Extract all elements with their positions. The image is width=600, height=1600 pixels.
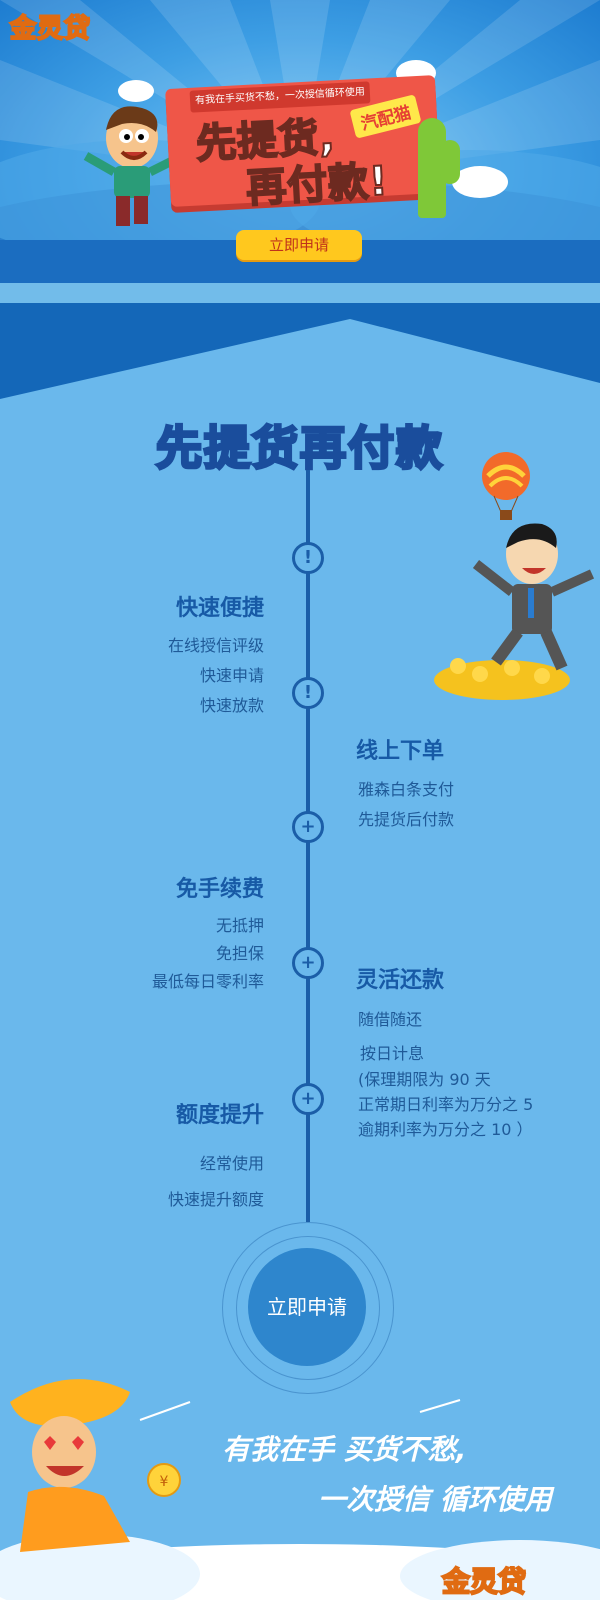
slogan-line-1: 有我在手 买货不愁, <box>222 1433 467 1466</box>
plus-icon: + <box>292 1083 324 1115</box>
cartoon-girl-illustration: ¥ <box>10 1379 181 1552</box>
header-banner: 金灵贷 有我在手买货不愁，一次授信循环使用 先提货, 再付款! 汽配猫 立即申请 <box>0 0 600 283</box>
section-item: 随借随还 <box>358 1010 423 1029</box>
roof-shape <box>0 303 600 399</box>
section-title-credit-increase: 额度提升 <box>175 1103 264 1128</box>
divider-band <box>0 283 600 303</box>
plus-icon: + <box>292 811 324 843</box>
timeline-line <box>306 470 310 1222</box>
exclamation-icon: ! <box>292 542 324 574</box>
page-title: 先提货再付款 <box>155 420 444 477</box>
plus-icon: + <box>292 947 324 979</box>
section-item: 最低每日零利率 <box>151 972 264 991</box>
section-item: (保理期限为 90 天 <box>358 1070 491 1089</box>
section-item: 在线授信评级 <box>167 636 264 655</box>
cloud-decoration <box>118 80 154 102</box>
businessman-illustration <box>434 523 595 700</box>
section-item: 雅森白条支付 <box>358 780 455 799</box>
section-item: 经常使用 <box>199 1154 264 1173</box>
section-item: 免担保 <box>215 944 264 963</box>
section-title-no-fee: 免手续费 <box>175 877 264 902</box>
section-item: 逾期利率为万分之 10 ） <box>358 1120 533 1139</box>
section-title-fast: 快速便捷 <box>175 596 264 621</box>
hot-air-balloon-illustration <box>482 452 530 520</box>
section-title-flexible-repay: 灵活还款 <box>356 968 445 993</box>
section-item: 按日计息 <box>360 1044 425 1063</box>
cloud-decoration <box>452 166 508 198</box>
cta-ring <box>222 1222 394 1394</box>
cta-ring <box>236 1236 380 1380</box>
exclamation-icon: ! <box>292 677 324 709</box>
section-item: 快速提升额度 <box>167 1190 264 1209</box>
cartoon-boy-illustration <box>83 106 181 226</box>
cactus-decoration <box>440 140 460 184</box>
brand-logo[interactable]: 金灵贷 <box>9 13 92 45</box>
section-item: 先提货后付款 <box>358 810 455 829</box>
section-item: 快速申请 <box>199 666 264 685</box>
section-item: 快速放款 <box>199 696 264 715</box>
svg-text:¥: ¥ <box>160 1474 169 1490</box>
headline-line-2: 再付款! <box>244 157 390 212</box>
brand-logo-bottom[interactable]: 金灵贷 <box>441 1564 527 1599</box>
section-title-online-order: 线上下单 <box>356 739 445 764</box>
footer-clouds <box>0 1399 600 1600</box>
slogan-line-2: 一次授信 循环使用 <box>318 1483 552 1516</box>
apply-button-top[interactable]: 立即申请 <box>236 230 362 260</box>
section-item: 正常期日利率为万分之 5 <box>358 1095 534 1114</box>
apply-button-round[interactable]: 立即申请 <box>248 1248 366 1366</box>
section-item: 无抵押 <box>215 916 264 935</box>
